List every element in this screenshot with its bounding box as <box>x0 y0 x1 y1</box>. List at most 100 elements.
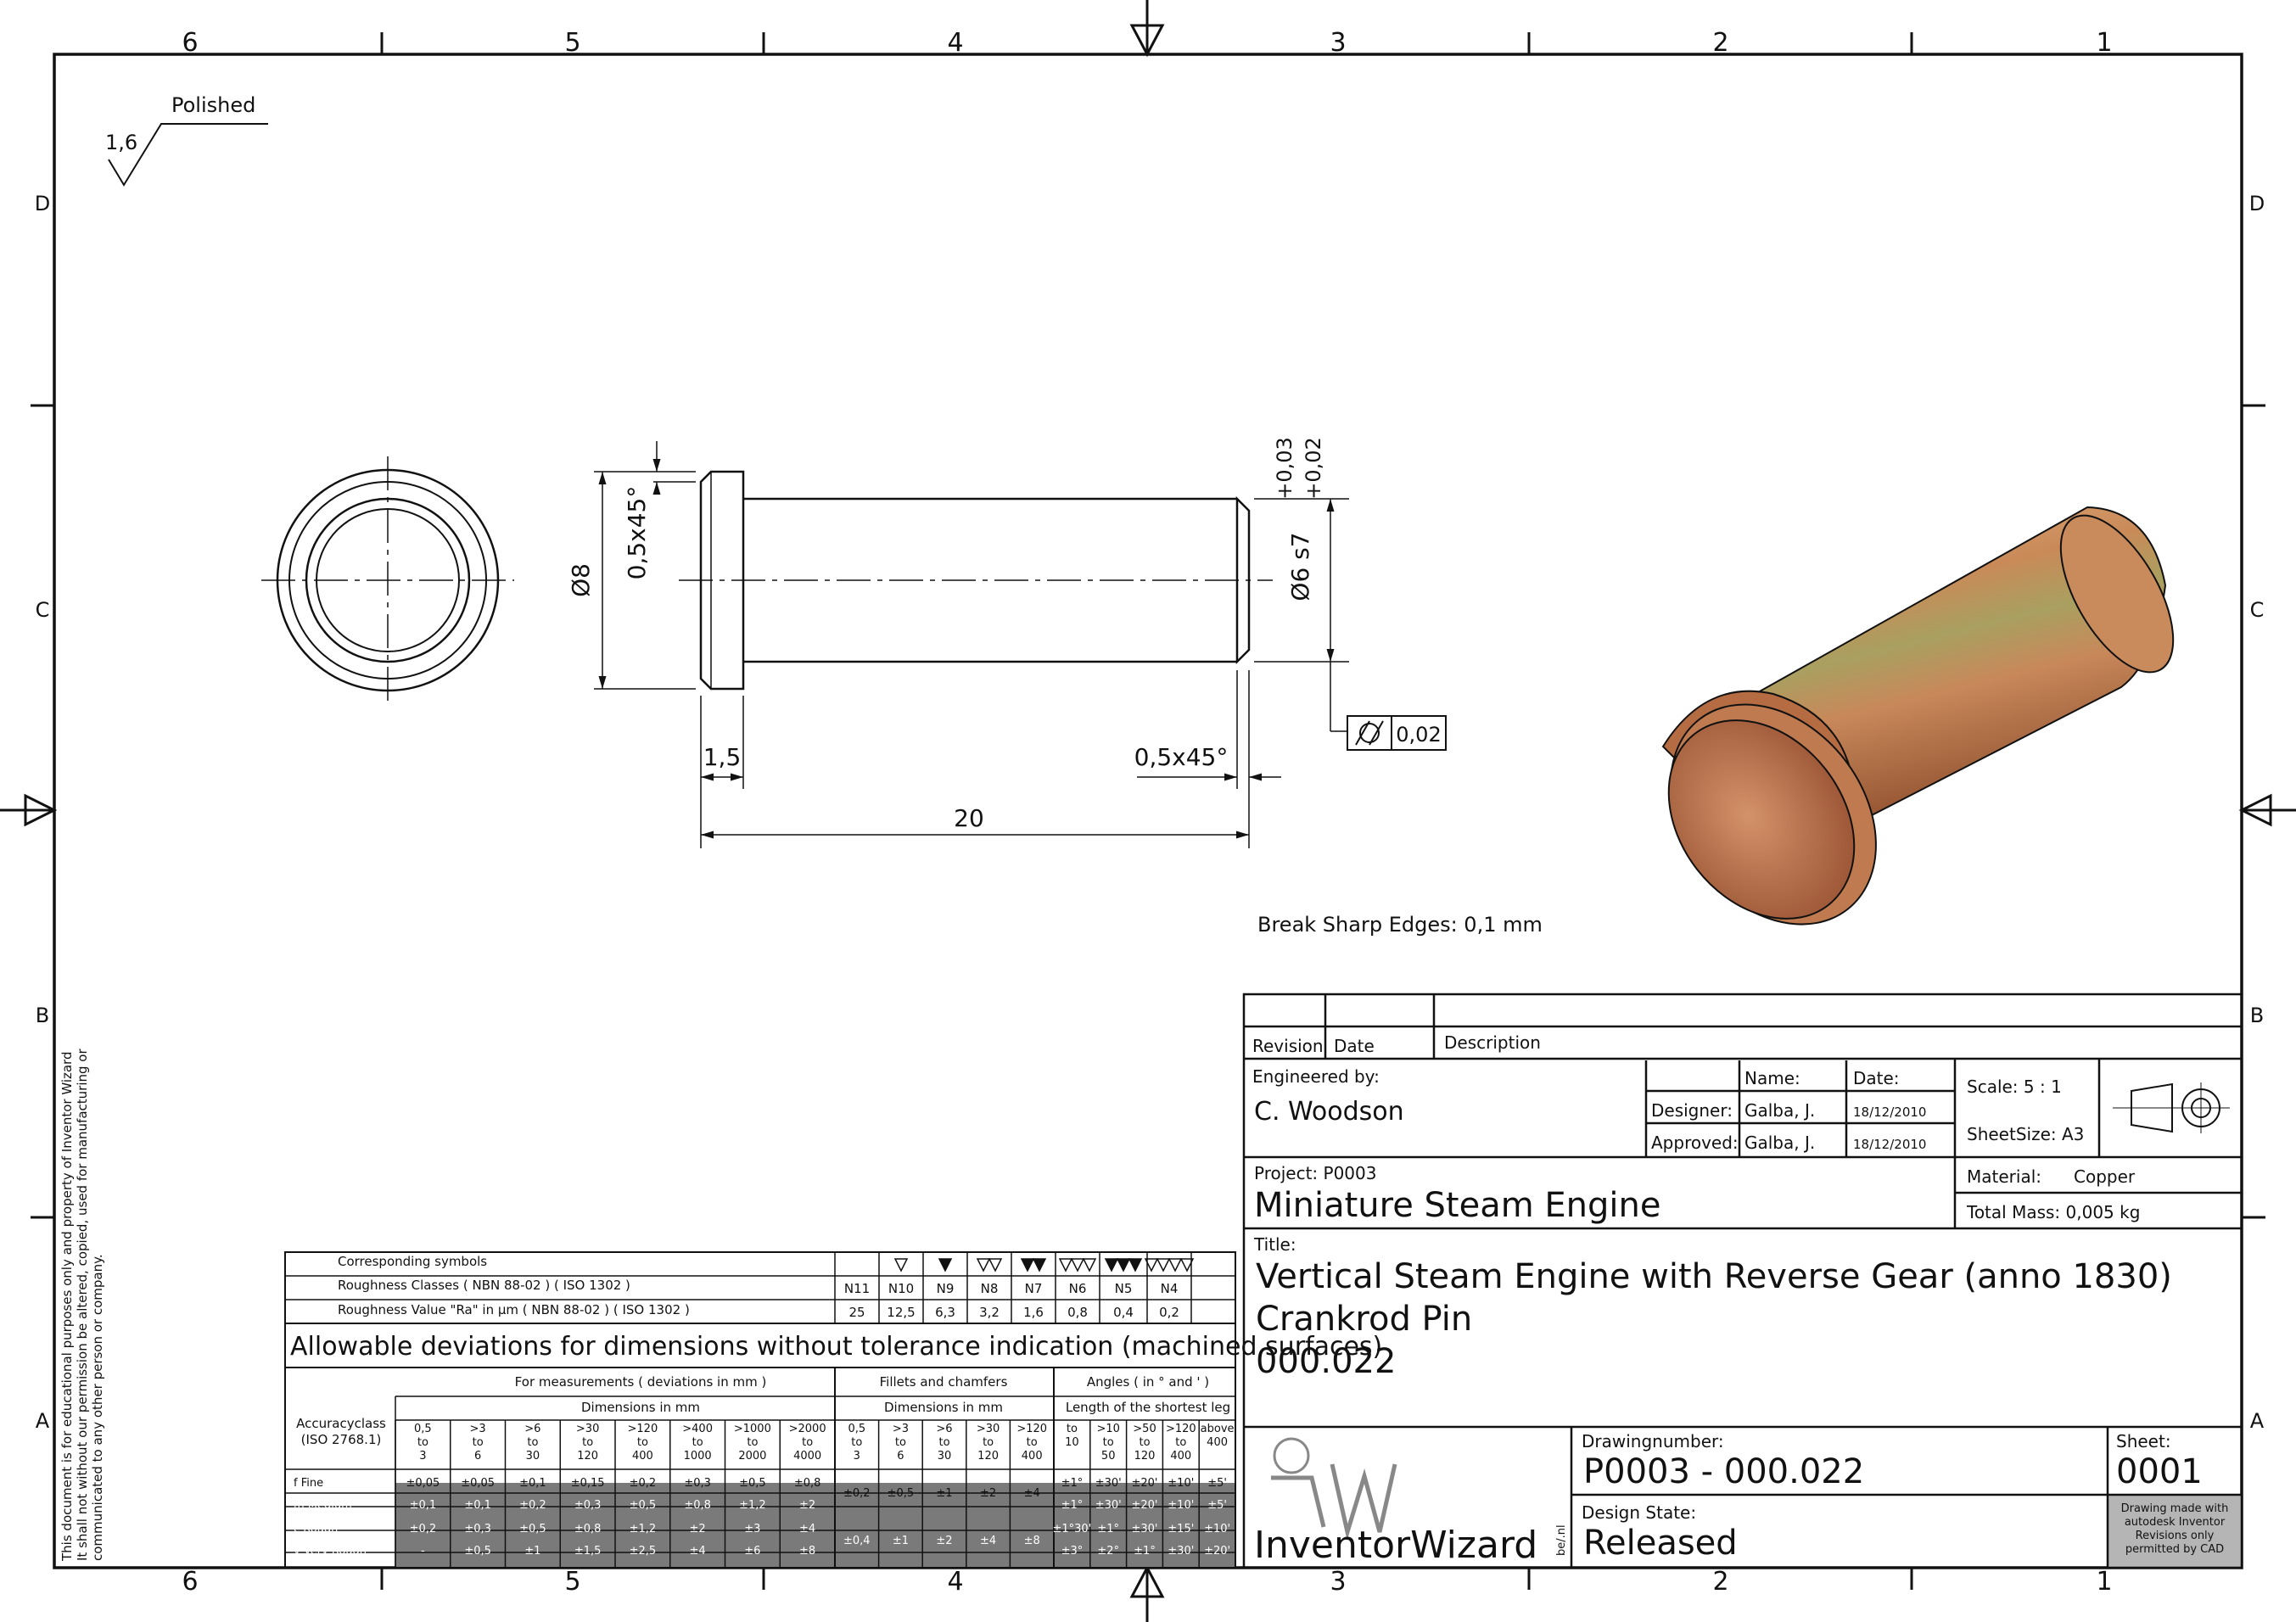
measurement-deviation-cell: ±0,15 <box>571 1477 605 1490</box>
dimension-lines <box>594 441 1349 848</box>
col-label-bottom: 3 <box>1330 1567 1346 1597</box>
angle-deviation-cell: ±10' <box>1168 1499 1194 1512</box>
deviation-values: 0,5to3>3to6>6to30>30to120>120to400>400to… <box>294 1423 1235 1558</box>
angle-range-header: 400 <box>1207 1436 1228 1449</box>
col-label-top: 1 <box>2096 28 2112 58</box>
tolerance-table-grid <box>284 1251 1236 1569</box>
angle-range-header: >50 <box>1133 1423 1156 1435</box>
measurement-deviation-cell: ±0,5 <box>464 1545 491 1558</box>
side-note-line: communicated to any other person or comp… <box>90 1254 105 1561</box>
angle-deviation-cell: ±1° <box>1134 1545 1156 1558</box>
measurement-range-header: 2000 <box>738 1450 766 1463</box>
measurement-deviation-cell: ±6 <box>744 1545 760 1558</box>
roughness-value-cell: 6,3 <box>935 1305 955 1320</box>
fillet-range-header: to <box>895 1436 906 1449</box>
measurement-range-header: >3 <box>470 1423 486 1435</box>
col-label-top: 5 <box>564 28 580 58</box>
fillet-deviation-cell: ±1 <box>936 1487 952 1500</box>
material-label: Material: <box>1967 1166 2041 1187</box>
roughness-value-cell: 0,4 <box>1113 1305 1134 1320</box>
measurement-range-header: >2000 <box>789 1423 826 1435</box>
angle-deviation-cell: ±1°30' <box>1053 1523 1092 1535</box>
measurement-range-header: to <box>417 1436 428 1449</box>
fillet-deviation-cell: ±8 <box>1024 1535 1040 1547</box>
inventorwizard-logo: InventorWizard be/.nl <box>1254 1437 1568 1567</box>
title-label: Title: <box>1253 1234 1296 1255</box>
approved-date: 18/12/2010 <box>1853 1137 1926 1152</box>
row-label-left: C <box>36 598 50 622</box>
fillet-deviation-cell: ±1 <box>893 1535 909 1547</box>
surface-note: Polished <box>171 93 255 117</box>
inventor-note-line: Revisions only <box>2136 1530 2215 1542</box>
project-name: Miniature Steam Engine <box>1254 1186 1661 1225</box>
designer-label: Designer: <box>1651 1100 1733 1121</box>
angle-deviation-cell: ±5' <box>1207 1477 1227 1490</box>
roughness-class-cell: N5 <box>1115 1281 1133 1296</box>
roughness-class-cell: N9 <box>937 1281 955 1296</box>
roughness-symbol-icon <box>1020 1258 1035 1272</box>
deviation-section-headers: For measurements ( deviations in mm ) Fi… <box>296 1374 1230 1447</box>
angle-deviation-cell: ±20' <box>1131 1477 1157 1490</box>
angle-range-header: 120 <box>1134 1450 1156 1463</box>
table-border <box>284 1251 1236 1569</box>
drawing-title-line-1: Vertical Steam Engine with Reverse Gear … <box>1256 1257 2172 1296</box>
surface-roughness-value: 1,6 <box>105 131 137 154</box>
roughness-class-cell: N7 <box>1025 1281 1043 1296</box>
measurement-deviation-cell: ±3 <box>744 1523 760 1535</box>
drawing-title-line-3: 000.022 <box>1256 1342 1396 1381</box>
row-label-right: C <box>2250 598 2265 622</box>
accuracy-class-name: m Medium <box>294 1499 352 1512</box>
side-note-line: This document is for educational purpose… <box>59 1052 75 1562</box>
measurement-deviation-cell: ±0,1 <box>464 1499 491 1512</box>
frame-column-labels: 6 5 4 3 2 1 6 5 4 3 2 1 <box>182 28 2112 1597</box>
row-label-right: D <box>2249 192 2265 215</box>
approver-name: Galba, J. <box>1744 1133 1815 1153</box>
accuracy-class-name: f Fine <box>294 1477 323 1490</box>
roughness-symbol-icon <box>976 1258 991 1272</box>
angle-deviation-cell: ±30' <box>1095 1499 1122 1512</box>
measurement-deviation-cell: ±0,8 <box>794 1477 821 1490</box>
row-label-left: A <box>36 1409 50 1433</box>
roughness-value-cell: 1,6 <box>1023 1305 1044 1320</box>
fillet-deviation-cell: ±2 <box>980 1487 996 1500</box>
accuracy-class-name: c Rough <box>294 1523 338 1535</box>
revision-description-header: Description <box>1444 1032 1541 1053</box>
angle-section-header: Angles ( in ° and ' ) <box>1087 1374 1209 1390</box>
row-label-right: A <box>2250 1409 2265 1433</box>
measurement-range-header: >6 <box>524 1423 540 1435</box>
angle-deviation-cell: ±1° <box>1061 1499 1084 1512</box>
angle-deviation-cell: ±20' <box>1204 1545 1230 1558</box>
roughness-value-cell: 0,8 <box>1067 1305 1088 1320</box>
measurement-deviation-cell: ±8 <box>799 1545 815 1558</box>
fillet-range-header: to <box>983 1436 994 1449</box>
measurement-section-header: For measurements ( deviations in mm ) <box>515 1374 767 1390</box>
angle-deviation-cell: ±30' <box>1131 1523 1157 1535</box>
angle-range-header: to <box>1067 1423 1078 1435</box>
roughness-class-cell: N4 <box>1161 1281 1179 1296</box>
pin-3d-render <box>1661 506 2175 926</box>
measurement-deviation-cell: ±0,1 <box>410 1499 437 1512</box>
row-label-left: B <box>36 1004 49 1027</box>
scale-value: Scale: 5 : 1 <box>1967 1077 2062 1097</box>
roughness-row-label: Corresponding symbols <box>338 1254 487 1269</box>
designer-name: Galba, J. <box>1744 1100 1815 1121</box>
drawing-number-label: Drawingnumber: <box>1582 1431 1724 1451</box>
roughness-symbol-icon <box>893 1258 909 1272</box>
measurement-range-header: 120 <box>577 1450 598 1463</box>
measurement-deviation-cell: - <box>421 1545 425 1558</box>
logo-domain: be/.nl <box>1555 1524 1568 1556</box>
cylindricity-value: 0,02 <box>1396 723 1441 747</box>
revision-header: Revision <box>1252 1036 1324 1056</box>
angle-sub-header: Length of the shortest leg <box>1066 1400 1230 1415</box>
measurement-range-header: to <box>692 1436 703 1449</box>
chamfer-left-dimension: 0,5x45° <box>623 486 651 580</box>
projection-icon <box>2113 1082 2230 1133</box>
length-1-5-dimension: 1,5 <box>703 743 742 771</box>
name-column-header: Name: <box>1744 1068 1800 1088</box>
col-label-top: 6 <box>182 28 198 58</box>
cylindricity-icon <box>1355 720 1384 746</box>
measurement-deviation-cell: ±0,05 <box>461 1477 495 1490</box>
tolerance-lower: +0,02 <box>1302 437 1325 500</box>
measurement-range-header: 1000 <box>684 1450 712 1463</box>
fillet-range-header: 3 <box>854 1450 860 1463</box>
